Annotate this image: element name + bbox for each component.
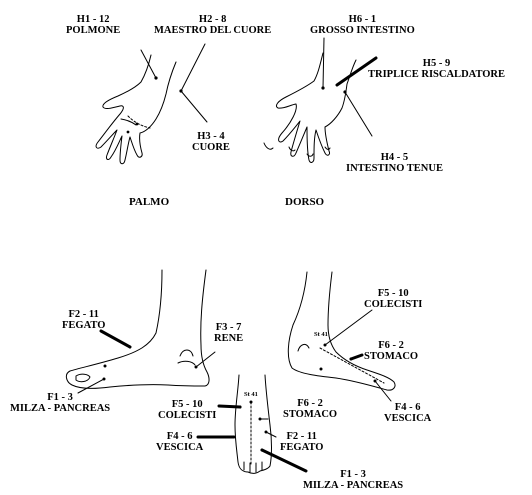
label-f4-vescica-outer: F4 - 6 VESCICA <box>384 402 431 424</box>
back-hand-illustration <box>264 53 356 162</box>
label-code: H6 - 1 <box>310 14 415 25</box>
label-h4-intestino-tenue: H4 - 5 INTESTINO TENUE <box>346 152 443 174</box>
label-name: FEGATO <box>280 442 323 453</box>
label-name: VESCICA <box>156 442 203 453</box>
label-code: F1 - 3 <box>10 392 110 403</box>
label-code: H5 - 9 <box>368 58 505 69</box>
label-name: STOMACO <box>283 409 337 420</box>
label-f2-fegato-inner: F2 - 11 FEGATO <box>62 309 105 331</box>
caption-palmo: PALMO <box>129 197 169 208</box>
st41-label-outer-foot: St 41 <box>314 331 328 338</box>
label-name: MAESTRO DEL CUORE <box>154 25 271 36</box>
label-h1-polmone: H1 - 12 POLMONE <box>66 14 120 36</box>
label-code: F6 - 2 <box>283 398 337 409</box>
label-code: F1 - 3 <box>303 469 403 480</box>
label-code: F5 - 10 <box>364 288 422 299</box>
label-code: F4 - 6 <box>384 402 431 413</box>
label-name: TRIPLICE RISCALDATORE <box>368 69 505 80</box>
top-foot-point-dots <box>239 401 268 452</box>
label-f5-colecisti-top: F5 - 10 COLECISTI <box>158 399 216 421</box>
label-code: H3 - 4 <box>192 131 230 142</box>
back-point-dots <box>321 86 346 93</box>
palm-hand-illustration <box>96 55 176 164</box>
label-f3-rene: F3 - 7 RENE <box>214 322 243 344</box>
label-name: GROSSO INTESTINO <box>310 25 415 36</box>
label-f5-colecisti-outer: F5 - 10 COLECISTI <box>364 288 422 310</box>
label-name: MILZA - PANCREAS <box>303 480 403 491</box>
label-name: COLECISTI <box>158 410 216 421</box>
label-name: FEGATO <box>62 320 105 331</box>
label-name: CUORE <box>192 142 230 153</box>
top-foot-illustration <box>235 375 272 473</box>
caption-dorso: DORSO <box>285 197 324 208</box>
label-name: VESCICA <box>384 413 431 424</box>
label-h5-triplice-riscaldatore: H5 - 9 TRIPLICE RISCALDATORE <box>368 58 505 80</box>
label-f1-milza-pancreas-inner: F1 - 3 MILZA - PANCREAS <box>10 392 110 414</box>
label-f1-milza-pancreas-top: F1 - 3 MILZA - PANCREAS <box>303 469 403 491</box>
label-f6-stomaco-outer: F6 - 2 STOMACO <box>364 340 418 362</box>
label-f6-stomaco-top: F6 - 2 STOMACO <box>283 398 337 420</box>
label-name: INTESTINO TENUE <box>346 163 443 174</box>
inner-foot-leader-lines <box>78 331 215 393</box>
label-code: F4 - 6 <box>156 431 203 442</box>
label-code: F2 - 11 <box>62 309 105 320</box>
label-name: MILZA - PANCREAS <box>10 403 110 414</box>
label-f2-fegato-top: F2 - 11 FEGATO <box>280 431 323 453</box>
label-name: RENE <box>214 333 243 344</box>
label-code: F2 - 11 <box>280 431 323 442</box>
label-code: F3 - 7 <box>214 322 243 333</box>
label-name: POLMONE <box>66 25 120 36</box>
label-f4-vescica-top: F4 - 6 VESCICA <box>156 431 203 453</box>
label-code: H4 - 5 <box>346 152 443 163</box>
inner-foot-point-dots <box>103 365 198 381</box>
label-name: COLECISTI <box>364 299 422 310</box>
label-h3-cuore: H3 - 4 CUORE <box>192 131 230 153</box>
st41-label-top-foot: St 41 <box>244 391 258 398</box>
back-leader-lines <box>323 38 376 136</box>
label-name: STOMACO <box>364 351 418 362</box>
label-code: H2 - 8 <box>154 14 271 25</box>
label-code: H1 - 12 <box>66 14 120 25</box>
label-h2-maestro-del-cuore: H2 - 8 MAESTRO DEL CUORE <box>154 14 271 36</box>
label-code: F6 - 2 <box>364 340 418 351</box>
label-h6-grosso-intestino: H6 - 1 GROSSO INTESTINO <box>310 14 415 36</box>
label-code: F5 - 10 <box>158 399 216 410</box>
